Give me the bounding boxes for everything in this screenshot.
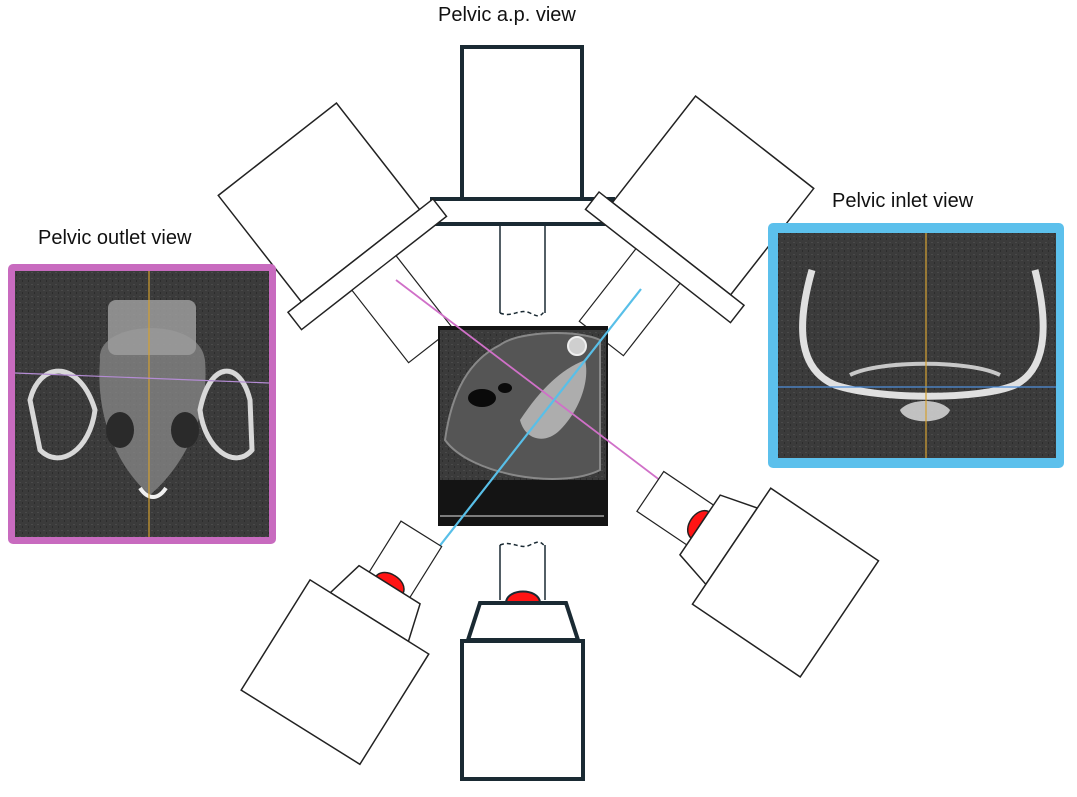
ap-detector-body (460, 45, 584, 201)
inlet-view-panel (768, 223, 1064, 468)
inlet-emitter-device (240, 520, 443, 766)
label-inlet-view: Pelvic inlet view (832, 190, 974, 212)
ct-bowel-gas-2 (498, 383, 512, 393)
outlet-iliac-right (197, 368, 255, 461)
outlet-foramen-right (171, 412, 199, 448)
inlet-pelvic-ring (799, 269, 1047, 400)
ap-emitter-device (460, 541, 585, 781)
ap-tube-cut-line (499, 310, 546, 317)
ct-body-contour (443, 332, 601, 480)
outlet-coccyx (138, 486, 168, 499)
ap-emitter-collar (465, 601, 581, 642)
ct-bowel-gas (468, 389, 496, 407)
outlet-foramen-left (106, 412, 134, 448)
outlet-sacrum (99, 328, 206, 495)
outlet-iliac-left (27, 368, 98, 461)
inlet-inner-ring (849, 361, 1001, 377)
outlet-horizontal-guide (14, 372, 270, 384)
central-ct-image (438, 326, 608, 526)
outlet-emitter-body (691, 487, 880, 678)
ct-femoral-head (567, 336, 587, 356)
outlet-detector-tube (351, 254, 454, 364)
outlet-view-panel (8, 264, 276, 544)
ap-detector-tube (499, 226, 546, 313)
inlet-ct-image (778, 233, 1056, 458)
ap-emitter-body (460, 639, 585, 781)
inlet-beam (412, 288, 642, 581)
ap-detector-device (430, 45, 615, 317)
outlet-detector-device (217, 102, 454, 364)
ap-emitter-cut-line (499, 541, 546, 548)
x-ray-source-icon (504, 590, 542, 603)
inlet-sacral-promontory (900, 401, 950, 422)
label-outlet-view: Pelvic outlet view (38, 227, 192, 249)
outlet-beam (395, 279, 691, 504)
outlet-emitter-device (636, 470, 880, 678)
ap-detector-plate (430, 197, 615, 226)
outlet-vertebra (108, 300, 196, 355)
inlet-emitter-body (240, 578, 430, 766)
label-ap-view: Pelvic a.p. view (438, 4, 576, 26)
ap-emitter-tube (499, 545, 546, 600)
